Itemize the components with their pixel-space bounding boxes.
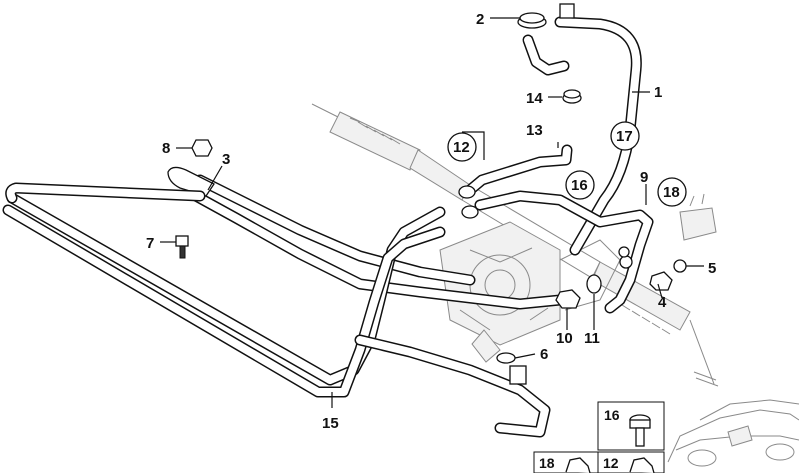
svg-text:18: 18	[539, 455, 555, 471]
label-15: 15	[322, 415, 339, 432]
circled-label-12: 12	[447, 132, 477, 162]
steering-rack-ghost	[311, 103, 719, 387]
cooler-loop-15[interactable]	[2, 182, 551, 438]
bolt-16-icon	[629, 414, 651, 447]
seal-11[interactable]	[586, 274, 602, 294]
label-8: 8	[162, 140, 170, 157]
connector-12[interactable]	[458, 185, 479, 219]
circled-label-16: 16	[565, 170, 595, 200]
svg-text:18: 18	[663, 184, 680, 201]
hose-1-reservoir-feed[interactable]	[554, 16, 642, 256]
label-3: 3	[222, 151, 230, 168]
label-9: 9	[640, 169, 648, 186]
clamp-14[interactable]	[562, 89, 582, 104]
bolt-7[interactable]	[175, 235, 189, 259]
inset-box-18: 18	[533, 451, 599, 473]
clip-18-icon	[565, 457, 591, 473]
seal-5[interactable]	[673, 259, 687, 273]
label-5: 5	[708, 260, 716, 277]
fitting-4[interactable]	[649, 271, 673, 291]
label-1: 1	[654, 84, 662, 101]
svg-text:12: 12	[603, 455, 619, 471]
label-11: 11	[584, 330, 600, 347]
nut-8[interactable]	[191, 139, 213, 157]
clip-12-icon	[629, 457, 655, 473]
hose-3-cooler-lines[interactable]	[167, 166, 566, 310]
label-10: 10	[556, 330, 573, 347]
circled-label-17: 17	[610, 121, 640, 151]
circled-label-18: 18	[657, 177, 687, 207]
fitting-10[interactable]	[555, 289, 581, 309]
clamp-2[interactable]	[517, 12, 547, 29]
label-13: 13	[526, 122, 543, 139]
hose-13-return-line[interactable]	[464, 144, 654, 314]
svg-text:17: 17	[616, 128, 633, 145]
inset-box-16: 16	[597, 401, 665, 451]
svg-text:16: 16	[604, 407, 620, 423]
label-14: 14	[526, 90, 543, 107]
label-6: 6	[540, 346, 548, 363]
bolt-top	[559, 3, 575, 19]
inset-box-12: 12	[597, 451, 665, 473]
fittings-9[interactable]	[618, 246, 633, 269]
fitting-6[interactable]	[496, 352, 527, 385]
svg-text:16: 16	[571, 177, 588, 194]
label-4: 4	[658, 294, 667, 311]
hose-reservoir-return[interactable]	[522, 34, 570, 76]
label-2: 2	[476, 11, 484, 28]
svg-text:12: 12	[453, 139, 470, 156]
leader-lines	[160, 17, 704, 408]
label-7: 7	[146, 235, 154, 252]
car-silhouette	[667, 399, 799, 467]
